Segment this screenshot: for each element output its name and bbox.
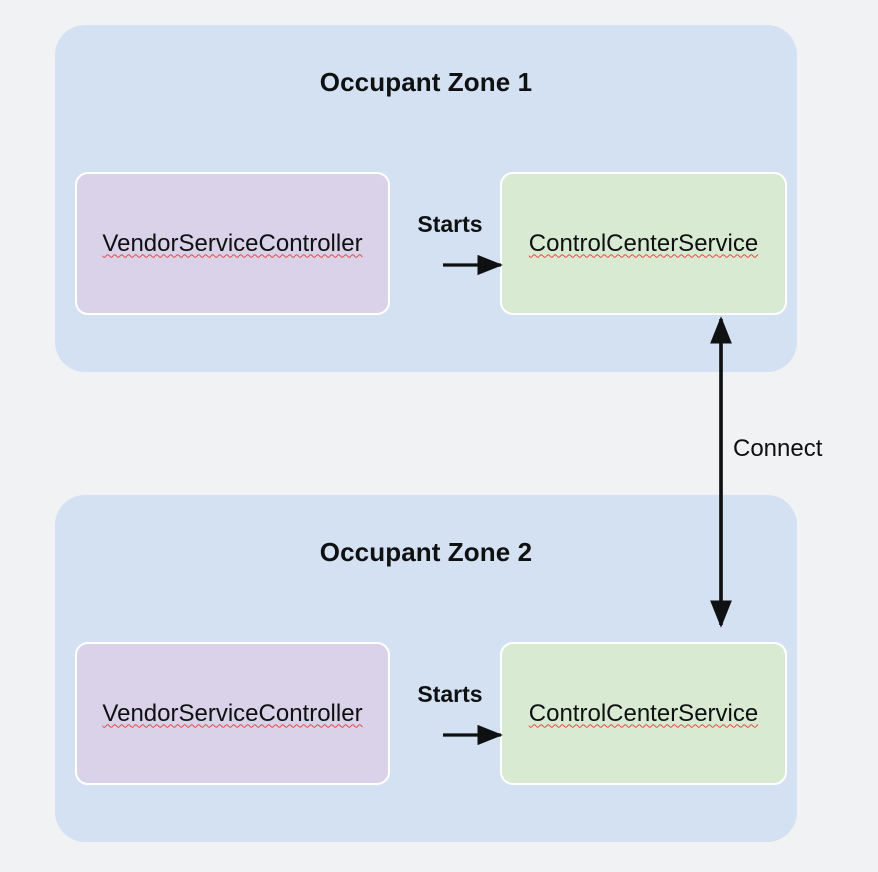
starts-edge-label-zone-1: Starts <box>417 211 483 237</box>
control-center-service-label-zone-2: ControlCenterService <box>528 699 759 727</box>
occupant-zone-2-title: Occupant Zone 2 <box>319 537 533 567</box>
vendor-service-controller-node-zone-2[interactable]: VendorServiceController <box>75 642 390 785</box>
connect-edge-label: Connect <box>733 435 823 462</box>
control-center-service-node-zone-2[interactable]: ControlCenterService <box>500 642 787 785</box>
starts-edge-label-zone-2: Starts <box>417 681 483 707</box>
occupant-zone-1-title: Occupant Zone 1 <box>319 67 533 97</box>
occupant-zone-2-container[interactable]: Occupant Zone 2 VendorServiceController … <box>55 495 797 842</box>
occupant-zone-1-container[interactable]: Occupant Zone 1 VendorServiceController … <box>55 25 797 372</box>
connect-arrow <box>710 316 732 628</box>
vendor-service-controller-label-zone-2: VendorServiceController <box>102 699 363 727</box>
control-center-service-node-zone-1[interactable]: ControlCenterService <box>500 172 787 315</box>
control-center-service-label-zone-1: ControlCenterService <box>528 229 759 257</box>
starts-arrow-zone-1 <box>443 254 503 276</box>
starts-arrow-zone-2 <box>443 724 503 746</box>
vendor-service-controller-node-zone-1[interactable]: VendorServiceController <box>75 172 390 315</box>
vendor-service-controller-label-zone-1: VendorServiceController <box>102 229 363 257</box>
